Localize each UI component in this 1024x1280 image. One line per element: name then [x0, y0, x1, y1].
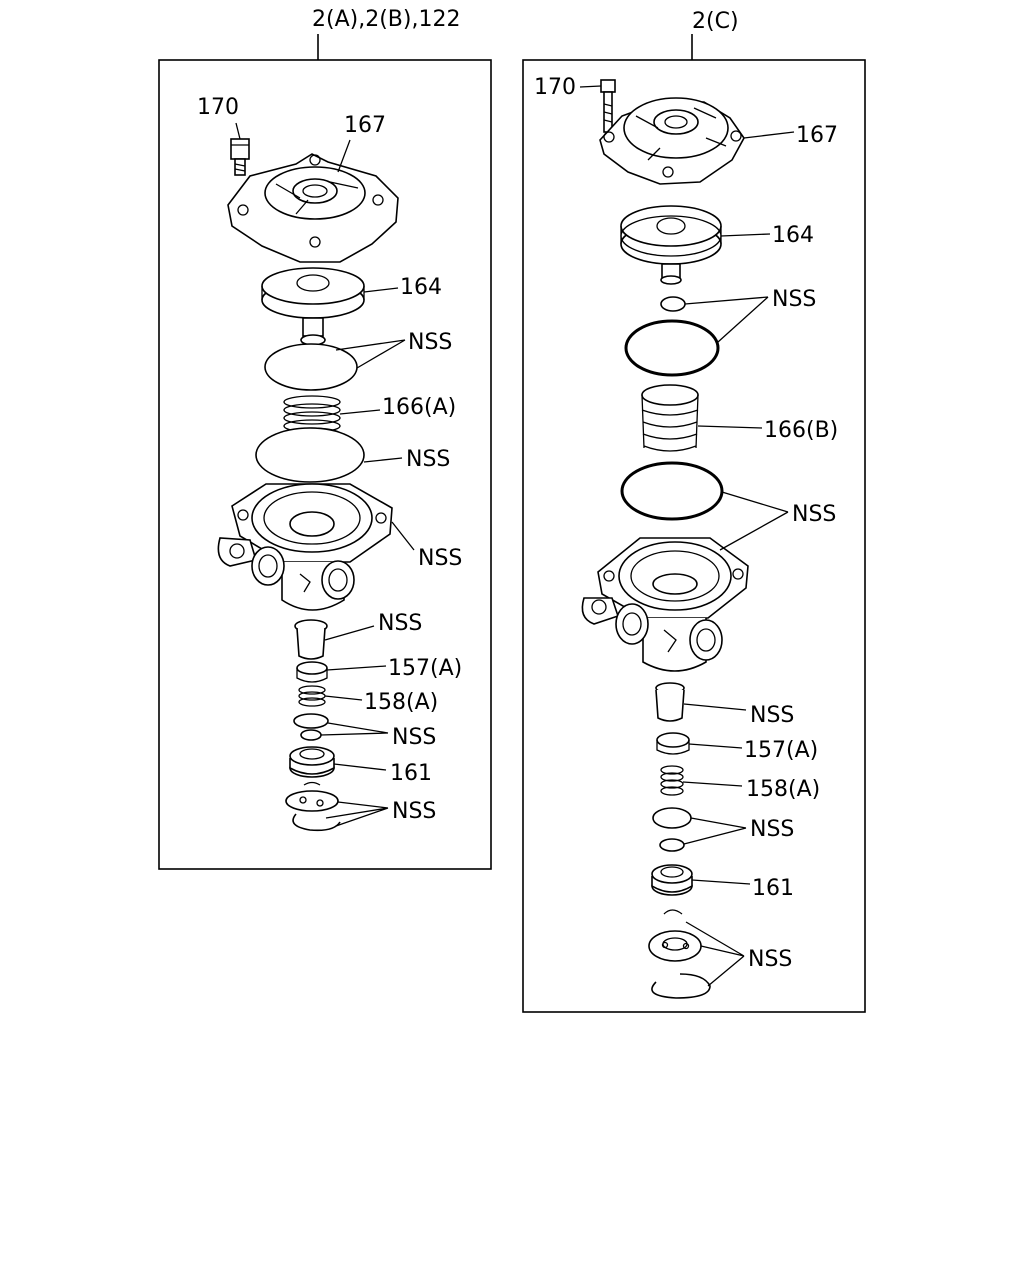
sleeve-right	[655, 682, 685, 722]
label-164-right: 164	[772, 223, 814, 248]
cover-167-right	[599, 97, 745, 185]
label-nss-orings-right: NSS	[772, 287, 816, 312]
label-nss-circlips-right: NSS	[748, 947, 792, 972]
label-nss-circlips: NSS	[392, 799, 436, 824]
right-panel-title: 2(C)	[692, 9, 739, 34]
circlip-large-right	[651, 973, 711, 999]
label-nss-sleeve-right: NSS	[750, 703, 794, 728]
o-ring-lower	[300, 729, 322, 741]
label-170-right: 170	[534, 75, 576, 100]
washer-right	[648, 930, 702, 962]
label-157a-right: 157(A)	[744, 738, 818, 763]
label-157a: 157(A)	[388, 656, 462, 681]
circlip-small-right	[663, 909, 683, 915]
valve-body-right	[581, 537, 749, 672]
label-nss-plate: NSS	[406, 447, 450, 472]
spring-166b	[641, 384, 699, 452]
label-167: 167	[344, 113, 386, 138]
label-nss-body: NSS	[418, 546, 462, 571]
diaphragm	[264, 343, 358, 391]
sleeve	[294, 619, 328, 660]
o-ring-upper-right	[652, 807, 692, 829]
left-panel: 2(A),2(B),122 170 167	[158, 7, 492, 870]
washer	[285, 790, 339, 812]
o-ring-large-right	[624, 319, 720, 377]
label-167-right: 167	[796, 123, 838, 148]
right-panel-frame	[522, 59, 866, 1013]
spring-158a-right	[660, 765, 684, 796]
label-nss-orings2-right: NSS	[750, 817, 794, 842]
label-158a: 158(A)	[364, 690, 438, 715]
right-panel: 2(C) 170 167	[522, 9, 866, 1013]
label-nss-orings: NSS	[392, 725, 436, 750]
label-nss-sleeve: NSS	[378, 611, 422, 636]
plate	[255, 427, 365, 483]
ring-157a	[296, 661, 328, 683]
spring-158a	[298, 685, 326, 707]
left-panel-title: 2(A),2(B),122	[312, 7, 460, 32]
ring-157a-right	[656, 732, 690, 755]
label-nss-body-right: NSS	[792, 502, 836, 527]
label-166b: 166(B)	[764, 418, 838, 443]
circlip-large	[292, 813, 341, 832]
valve-body	[217, 483, 393, 611]
cover-167	[227, 153, 399, 263]
o-ring-small-right	[660, 296, 686, 312]
label-166a: 166(A)	[382, 395, 456, 420]
label-161: 161	[390, 761, 432, 786]
left-panel-frame	[158, 59, 492, 870]
label-nss-diaphragm: NSS	[408, 330, 452, 355]
piston-164-right	[620, 205, 722, 285]
label-158a-right: 158(A)	[746, 777, 820, 802]
o-ring-lower-right	[659, 838, 685, 852]
piston-164	[261, 267, 365, 346]
o-ring-upper	[293, 713, 329, 729]
circlip-small	[303, 781, 321, 786]
label-161-right: 161	[752, 876, 794, 901]
valve-161	[289, 746, 335, 778]
valve-161-right	[651, 864, 693, 896]
o-ring-body-right	[620, 461, 724, 521]
bolt-170-right	[600, 79, 616, 133]
label-170: 170	[197, 95, 239, 120]
bolt-170	[230, 138, 250, 176]
label-164: 164	[400, 275, 442, 300]
